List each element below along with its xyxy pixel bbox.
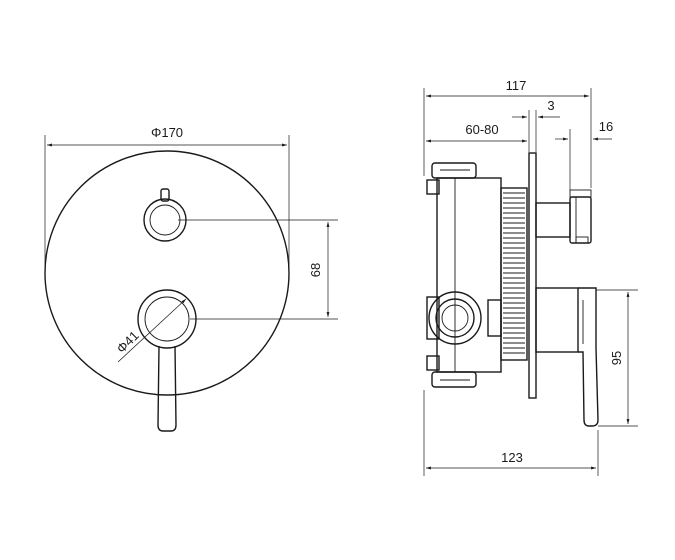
total-depth-dimension: 123 <box>423 390 599 476</box>
plate-diameter-label: Φ170 <box>151 125 183 140</box>
lever-profile <box>535 287 599 427</box>
plate-gap-dimension: 3 <box>512 98 560 119</box>
plate-gap-label: 3 <box>547 98 554 113</box>
overall-depth-label: 117 <box>506 78 527 93</box>
total-depth-label: 123 <box>501 450 523 465</box>
diverter-spindle <box>535 189 592 244</box>
overall-depth-dimension: 117 <box>423 78 592 188</box>
threaded-extension <box>500 187 528 361</box>
diverter-knob <box>143 188 187 242</box>
mixer-handle <box>137 289 197 432</box>
handle-diameter-label: Φ41 <box>114 328 142 356</box>
pipe-outlet <box>428 291 482 345</box>
installation-depth-label: 60-80 <box>465 122 498 137</box>
spout-length-label: 16 <box>599 119 613 134</box>
side-view: 117 60-80 3 16 95 <box>423 78 638 476</box>
cover-plate <box>44 150 290 396</box>
cover-plate-profile <box>528 152 537 399</box>
spout-length-dimension: 16 <box>555 119 613 190</box>
installation-depth-dimension: 60-80 <box>426 110 537 152</box>
plate-diameter-dimension: Φ170 <box>44 125 290 265</box>
spacing-dimension: 68 <box>178 219 338 320</box>
lever-height-dimension: 95 <box>596 289 638 427</box>
spacing-label: 68 <box>308 263 323 277</box>
front-view: Φ170 68 Φ41 <box>44 125 338 432</box>
lever-height-label: 95 <box>609 351 624 365</box>
mounting-box <box>426 162 502 388</box>
